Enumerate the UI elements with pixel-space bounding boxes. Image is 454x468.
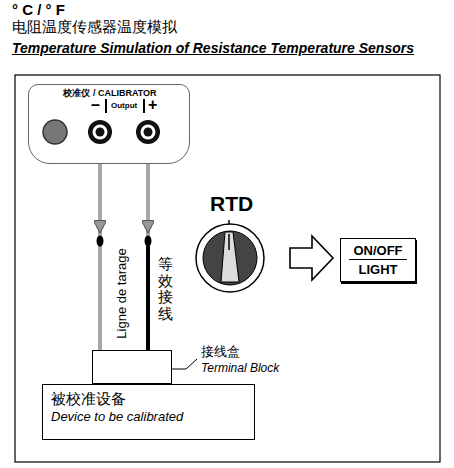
frame	[15, 75, 440, 462]
rtd-label: RTD	[210, 192, 253, 216]
wire-label: 等效接线	[158, 256, 173, 322]
subtitle-chinese: 电阻温度传感器温度模拟	[12, 18, 177, 37]
subtitle-english: Temperature Simulation of Resistance Tem…	[12, 40, 414, 56]
plug-symbol	[145, 236, 152, 247]
leader-line	[172, 359, 197, 369]
polarity-bar	[105, 99, 107, 113]
device-box: 被校准设备Device to be calibrated	[42, 384, 255, 440]
plug-symbol	[97, 236, 104, 247]
calibrator-housing: 校准仪 / CALIBRATOR– Output +	[28, 84, 190, 164]
polarity-bar	[143, 99, 145, 113]
calibrator-label: 校准仪 / CALIBRATOR	[29, 87, 191, 100]
button-label: LIGHT	[359, 262, 398, 277]
light-button: ON/OFF LIGHT	[340, 238, 416, 282]
test-lead	[98, 164, 102, 352]
hollow-arrow	[290, 236, 333, 280]
wire-label: Ligne de tarage	[113, 248, 128, 338]
output-jack	[136, 120, 160, 144]
page-title: ° C / ° F	[12, 1, 65, 18]
terminal-label: Terminal Block	[201, 361, 279, 375]
output-jack	[88, 120, 112, 144]
output-label: Output	[111, 101, 137, 110]
rtd-knob	[196, 220, 264, 292]
button-label: ON/OFF	[349, 243, 406, 260]
device-label: Device to be calibrated	[51, 409, 246, 424]
device-label: 被校准设备	[51, 390, 246, 409]
terminal-label: 接线盒	[201, 343, 240, 361]
polarity-sign: +	[148, 96, 157, 114]
calibrator-button	[43, 120, 67, 144]
polarity-sign: –	[91, 96, 100, 114]
black-wire	[146, 246, 150, 352]
test-lead	[146, 164, 150, 352]
terminal-block: 接线盒Terminal Block	[92, 350, 172, 384]
